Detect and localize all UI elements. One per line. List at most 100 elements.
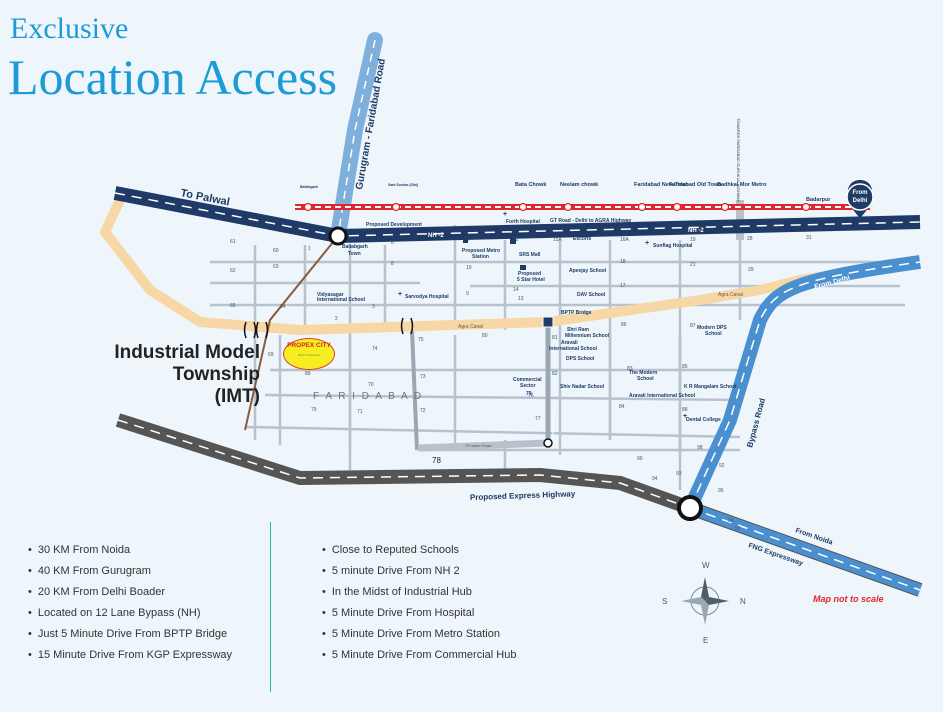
sector-number: 69	[268, 352, 274, 358]
propex-logo-text: PROPEX CITY	[287, 342, 331, 349]
ballabgarh-interchange	[328, 226, 348, 246]
metro-station-dot	[303, 202, 313, 212]
label-60m-road: 60 meter road	[551, 410, 556, 435]
metro-station-label: Sant Surdas (Sihi)	[388, 183, 418, 187]
sector-number: 73	[420, 374, 426, 380]
from-delhi-marker: From Delhi	[846, 180, 874, 218]
sector-number: 18	[620, 259, 626, 265]
sector-number: 2	[335, 316, 338, 322]
sector-number: 28	[747, 236, 753, 242]
sector-number: 1	[308, 246, 311, 252]
metro-station-label: Badhkal Mor Metro	[717, 182, 767, 188]
place-label: Shri Ram	[567, 327, 590, 333]
sector-number: 65	[230, 303, 236, 309]
sector-number: 93	[676, 471, 682, 477]
sector-number: 17	[620, 283, 626, 289]
place-label: Escorts	[573, 236, 592, 242]
imt-line-3: (IMT)	[214, 386, 260, 407]
sector-number: 99	[637, 456, 643, 462]
sector-number: 74	[372, 346, 378, 352]
label-bypass-road: Bypass Road	[745, 397, 767, 448]
sector-number: 8	[391, 261, 394, 267]
sector-number: 86	[621, 322, 627, 328]
compass-w: W	[702, 561, 710, 570]
sector-number: 71	[357, 409, 363, 415]
hospital-icon: +	[683, 413, 687, 420]
place-label: Station	[472, 254, 489, 260]
sector-number: 19	[690, 237, 696, 243]
sector-number: 84	[619, 404, 625, 410]
place-label: School	[705, 331, 722, 337]
place-label: Ballabgarh	[342, 244, 368, 250]
list-item: In the Midst of Industrial Hub	[322, 582, 516, 603]
imt-line-1: Industrial Model	[114, 342, 260, 363]
place-label: Sunflag Hospital	[653, 243, 693, 249]
sector-number: 75	[418, 337, 424, 343]
title-line-2: Location Access	[8, 49, 338, 105]
benefits-list-left: 30 KM From Noida 40 KM From Gurugram 20 …	[28, 540, 232, 666]
list-item: 20 KM From Delhi Boader	[28, 582, 232, 603]
list-item: Just 5 Minute Drive From BPTP Bridge	[28, 624, 232, 645]
sector-number: 3	[372, 304, 375, 310]
place-label: DPS School	[566, 356, 595, 362]
list-item: 5 minute Drive From NH 2	[322, 561, 516, 582]
metro-station-label: Neelam chowk	[560, 182, 599, 188]
place-label: K R Mangalam School	[684, 384, 737, 390]
list-item: 15 Minute Drive From KGP Expressway	[28, 645, 232, 666]
metro-station-dot	[801, 202, 811, 212]
compass-e: E	[703, 636, 708, 645]
sector-number: 76	[528, 393, 534, 399]
sector-number: 14	[513, 287, 519, 293]
metro-station-dot	[637, 202, 647, 212]
sector-number: 21	[690, 262, 696, 268]
bptp-bridge-marker	[542, 316, 554, 328]
gurugram-faridabad-road-dash	[337, 39, 376, 237]
sector-number: 83	[627, 366, 633, 372]
sector-number: 98	[697, 445, 703, 451]
place-label: Commercial	[513, 377, 542, 383]
metro-station-dot	[518, 202, 528, 212]
sector-number: 89	[305, 371, 311, 377]
sector-number: 10	[466, 265, 472, 271]
metro-stations	[303, 202, 811, 212]
canal-crossings	[243, 317, 414, 339]
bypass-interchange	[677, 495, 703, 521]
propex-city-logo: PROPEX CITY Built to Endure	[283, 338, 335, 370]
gurugram-link-road	[244, 235, 339, 431]
from-delhi-marker-label: From	[853, 190, 868, 196]
place-label: Sarvodya Hospital	[405, 294, 449, 300]
road-node	[543, 438, 553, 448]
place-label: Proposed	[518, 271, 541, 277]
sector-number: 61	[230, 239, 236, 245]
place-label: Town	[348, 251, 361, 257]
metro-station-label: Faridabad Old Town	[669, 182, 722, 188]
place-label: SRS Mall	[519, 252, 541, 258]
road-75m	[417, 439, 549, 452]
sector-number: 72	[420, 408, 426, 414]
sector-labels: 616016111215A16A192831626381018212965649…	[230, 235, 812, 532]
label-gurukul-highway: TOWARDS FARIDABAD GURUKUL HIGHWAY	[736, 118, 741, 203]
imt-line-2: Township	[172, 364, 260, 385]
mall-icon	[510, 238, 516, 244]
metro-station-label: Faridabad New Town	[634, 182, 689, 188]
place-label: F A R I D A B A D	[313, 391, 423, 402]
place-label: Millennium School	[565, 333, 610, 339]
place-label: Vidyasagar	[317, 292, 344, 298]
place-label: Sector	[520, 383, 536, 389]
list-item: 5 Minute Drive From Hospital	[322, 603, 516, 624]
compass-rose: W E S N	[662, 561, 746, 645]
sector-number: 95	[718, 488, 724, 494]
street-grid	[210, 225, 905, 490]
map-scale-note: Map not to scale	[813, 594, 884, 604]
sector-number: 16A	[620, 237, 630, 243]
compass-n: N	[740, 597, 746, 606]
sector-number: 60	[273, 248, 279, 254]
place-label: Dental College	[686, 417, 721, 423]
metro-station-icon	[463, 238, 468, 243]
sector-number: 92	[719, 463, 725, 469]
sector-number: 15A	[553, 237, 563, 243]
metro-station-label: Bata Chowk	[515, 182, 547, 188]
